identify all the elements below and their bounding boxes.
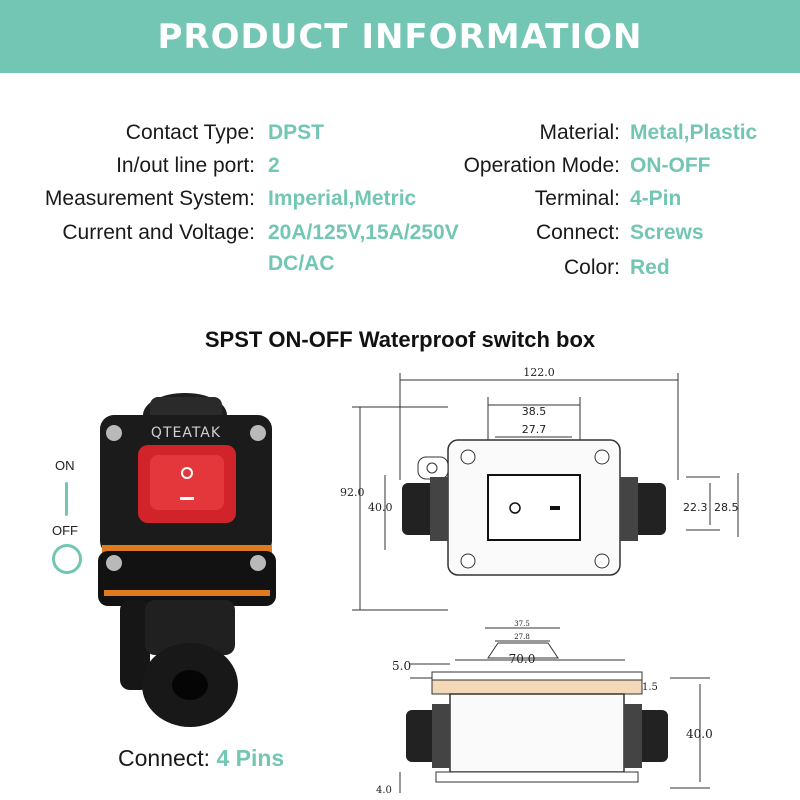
- spec-label: Color:: [563, 256, 620, 279]
- spec-label: Measurement System:: [44, 187, 255, 210]
- spec-value: Red: [630, 256, 670, 279]
- spec-value: Screws: [630, 221, 704, 244]
- side-view-housing: [449, 693, 625, 773]
- spec-label: Operation Mode:: [463, 154, 620, 177]
- dim-width: 122.0: [523, 366, 555, 379]
- spec-value: 4-Pin: [630, 187, 682, 210]
- spec-label: In/out line port:: [116, 154, 255, 177]
- header-banner: PRODUCT INFORMATION: [0, 0, 800, 73]
- dim-switch-inner: 27.7: [522, 423, 547, 436]
- dim-top-outer: 37.5: [514, 620, 530, 628]
- bottom-cable-gland: [145, 600, 235, 655]
- spec-label: Connect:: [535, 221, 620, 244]
- spec-current-voltage: Current and Voltage: 20A/125V,15A/250V: [0, 218, 800, 248]
- spec-line-port: In/out line port: 2: [0, 151, 800, 181]
- spec-current-voltage-cont: DC/AC: [0, 249, 800, 279]
- dim-top-inner: 27.8: [514, 633, 530, 641]
- connect-caption-label: Connect:: [118, 745, 211, 771]
- dim-length: 70.0: [509, 652, 536, 666]
- spec-label: Current and Voltage:: [62, 221, 255, 244]
- spec-value: DC/AC: [268, 252, 335, 275]
- spec-color: Color: Red: [0, 253, 800, 283]
- off-symbol: [52, 544, 82, 574]
- dim-gland-a: 22.3: [683, 501, 708, 514]
- page-title: PRODUCT INFORMATION: [157, 16, 643, 57]
- drawing-top-view: 122.0 38.5 27.7 92.0 40.0 22.3 28.5: [340, 366, 739, 611]
- dim-height: 92.0: [340, 486, 365, 499]
- top-view-switch: [487, 474, 581, 541]
- connect-caption: Connect: 4 Pins: [118, 745, 284, 772]
- spec-value: 20A/125V,15A/250V: [268, 221, 459, 244]
- product-photo: QTEATAK: [98, 393, 276, 727]
- switch-body: [98, 551, 276, 606]
- drawing-side-view: 37.5 27.8 70.0 5.0 1.5 40.0 4.0: [376, 620, 713, 796]
- spec-label: Contact Type:: [125, 121, 255, 144]
- spec-contact-type: Contact Type: DPST: [0, 118, 800, 148]
- connect-caption-value: 4 Pins: [216, 745, 285, 771]
- spec-label: Material:: [539, 121, 620, 144]
- dim-side-height: 40.0: [686, 727, 713, 741]
- on-label: ON: [55, 458, 75, 473]
- dim-flange: 5.0: [392, 659, 411, 673]
- screw-icon: [106, 425, 122, 441]
- spec-terminal: Terminal: 4-Pin: [0, 184, 800, 214]
- dim-inner-height: 40.0: [368, 501, 393, 514]
- spec-value: DPST: [268, 121, 325, 144]
- spec-material: Material: Metal,Plastic: [0, 118, 800, 148]
- side-view-cap: [487, 642, 559, 659]
- spec-value: Metal,Plastic: [630, 121, 758, 144]
- brand-logo: QTEATAK: [151, 425, 221, 441]
- dim-gland-b: 28.5: [714, 501, 739, 514]
- spec-value: 2: [268, 154, 280, 177]
- spec-connect: Connect: Screws: [0, 218, 800, 248]
- dim-switch-outer: 38.5: [522, 405, 547, 418]
- spec-value: ON-OFF: [630, 154, 711, 177]
- spec-operation-mode: Operation Mode: ON-OFF: [0, 151, 800, 181]
- dim-base: 4.0: [376, 785, 392, 796]
- spec-measurement-system: Measurement System: Imperial,Metric: [0, 184, 800, 214]
- section-title: SPST ON-OFF Waterproof switch box: [204, 327, 596, 352]
- on-symbol: [65, 482, 68, 516]
- side-view-plate: [431, 679, 643, 695]
- off-label: OFF: [52, 523, 78, 538]
- spec-label: Terminal:: [534, 187, 620, 210]
- orange-seal: [102, 545, 272, 553]
- spec-value: Imperial,Metric: [268, 187, 417, 210]
- dim-plate: 1.5: [642, 682, 658, 693]
